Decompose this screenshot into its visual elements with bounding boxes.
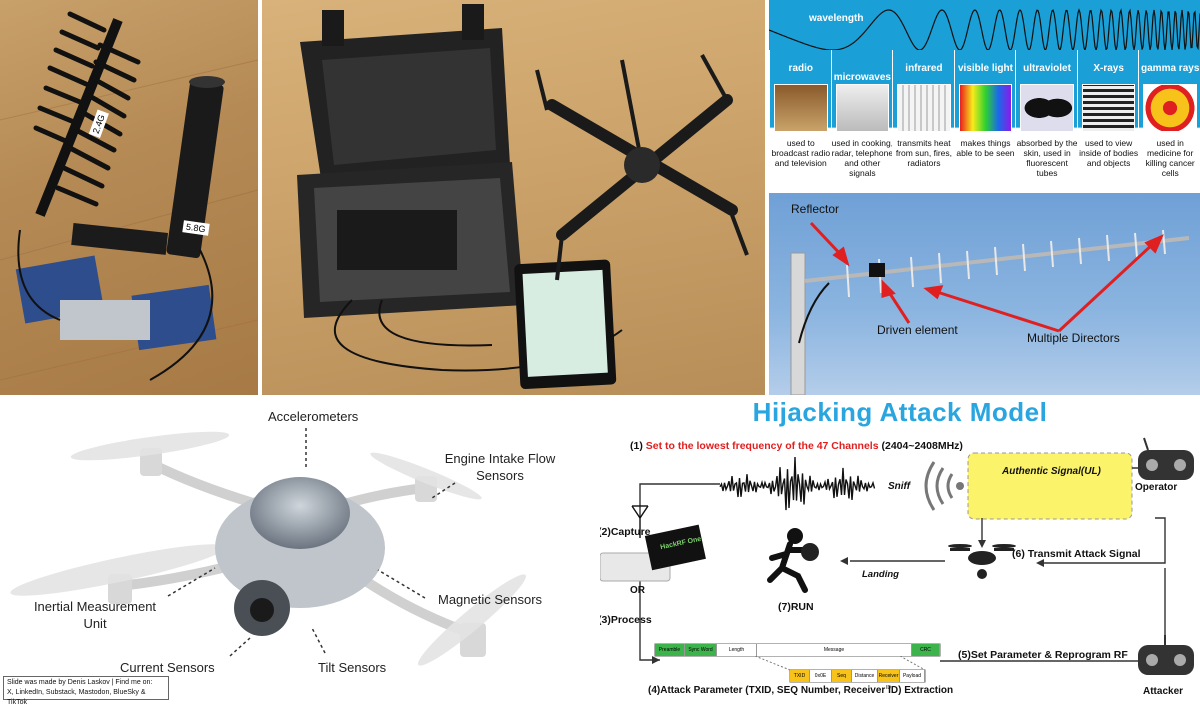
- packet-field: CRC: [912, 644, 940, 656]
- step1-text: (1) Set to the lowest frequency of the 4…: [630, 440, 963, 452]
- hardware-case-photo: [262, 0, 765, 395]
- spectrum-band-visible-light: visible light makes things able to be see…: [953, 50, 1017, 190]
- band-description: used in cooking, radar, telephone and ot…: [831, 138, 894, 178]
- hijacking-model-panel: Hijacking Attack Model (1) Set to the lo…: [600, 398, 1200, 703]
- drone-drawing: [10, 428, 527, 666]
- engine-intake-label: Engine Intake Flow Sensors: [440, 450, 560, 484]
- credit-line1: Slide was made by Denis Laskov | Find me…: [7, 679, 153, 686]
- packet-subfield: Seq: [832, 670, 852, 682]
- hijacking-title: Hijacking Attack Model: [752, 398, 1048, 427]
- packet-field: Message: [757, 644, 912, 656]
- engine-intake-line1: Engine Intake Flow: [444, 451, 556, 466]
- packet-field: Sync Word: [685, 644, 717, 656]
- packet-subfield: 0x0E: [810, 670, 832, 682]
- spectrum-bands: radio used to broadcast radio and televis…: [769, 50, 1200, 190]
- band-illustration: [1143, 84, 1197, 132]
- band-description: used to view inside of bodies and object…: [1079, 138, 1139, 168]
- accelerometers-label: Accelerometers: [268, 409, 359, 424]
- capture-label: (2)Capture: [600, 526, 651, 538]
- band-description: absorbed by the skin, used in fluorescen…: [1016, 138, 1078, 178]
- spectrum-band-radio: radio used to broadcast radio and televis…: [769, 50, 832, 190]
- current-sensors-label: Current Sensors: [120, 660, 215, 675]
- spectrum-band-gamma-rays: gamma rays used in medicine for killing c…: [1138, 50, 1200, 190]
- spectrum-band-infrared: infrared transmits heat from sun, fires, …: [892, 50, 955, 190]
- authentic-signal-label: Authentic Signal(UL): [1002, 466, 1101, 477]
- antenna-kit-photo: 2.4G 5.8G: [0, 0, 258, 395]
- yagi-antenna-drawing: [790, 221, 1190, 395]
- engine-intake-line2: Sensors: [476, 468, 524, 483]
- packet-subfield: Receiver ID: [878, 670, 900, 691]
- wavelength-wave: [769, 8, 1200, 53]
- drone-sensors-panel: Accelerometers Engine Intake Flow Sensor…: [0, 398, 598, 703]
- inertial-line2: Unit: [83, 616, 107, 631]
- em-spectrum-panel: wavelength radio used to broadcast radio …: [769, 0, 1200, 190]
- driven-element-label: Driven element: [877, 323, 958, 337]
- band-illustration: [774, 84, 828, 132]
- band-illustration: [1020, 84, 1074, 132]
- packet-subfield: Distance: [852, 670, 878, 682]
- band-name: ultraviolet: [1023, 63, 1071, 74]
- run-label: (7)RUN: [778, 601, 814, 613]
- band-description: transmits heat from sun, fires, radiator…: [895, 138, 953, 168]
- band-illustration: [835, 84, 890, 132]
- packet-field: Length: [717, 644, 757, 656]
- band-name: visible light: [957, 63, 1013, 74]
- extraction-label: (4)Attack Parameter (TXID, SEQ Number, R…: [648, 685, 954, 696]
- credit-box: Slide was made by Denis Laskov | Find me…: [3, 676, 169, 706]
- transmit-label: (6) Transmit Attack Signal: [1012, 548, 1141, 560]
- antenna-kit-drawing: [0, 11, 258, 381]
- inertial-unit-label: Inertial Measurement Unit: [20, 598, 170, 632]
- sniff-label: Sniff: [888, 481, 911, 492]
- reflector-label: Reflector: [791, 202, 840, 216]
- packet-subfield: TXID: [790, 670, 810, 682]
- packet-field: Preamble: [655, 644, 685, 656]
- yagi-antenna-diagram: Reflector Driven element Multiple Direct…: [769, 193, 1200, 395]
- set-parameter-label: (5)Set Parameter & Reprogram RF: [958, 649, 1128, 661]
- step1-frequency: Set to the lowest frequency of the 47 Ch…: [645, 440, 879, 452]
- band-name: microwaves: [833, 72, 891, 83]
- inertial-line1: Inertial Measurement: [33, 599, 157, 614]
- band-name: X-rays: [1093, 63, 1124, 74]
- process-label: (3)Process: [600, 614, 652, 626]
- spectrum-band-ultraviolet: ultraviolet absorbed by the skin, used in…: [1015, 50, 1078, 190]
- credit-line2: X, LinkedIn, Substack, Mastodon, BlueSky…: [7, 689, 146, 706]
- step1-number: (1): [630, 440, 643, 452]
- packet-subfield: Payload: [900, 670, 925, 682]
- band-description: makes things able to be seen: [956, 138, 1015, 158]
- hardware-case-drawing: [297, 4, 749, 390]
- band-description: used in medicine for killing cancer cell…: [1145, 138, 1195, 178]
- band-illustration: [1081, 84, 1136, 132]
- step1-range: (2404~2408MHz): [881, 440, 963, 452]
- landing-label: Landing: [862, 569, 899, 580]
- spectrum-band-microwaves: microwaves used in cooking, radar, teleph…: [830, 50, 894, 190]
- multiple-directors-label: Multiple Directors: [1027, 331, 1120, 345]
- wavelength-label: wavelength: [809, 13, 864, 24]
- tilt-sensors-label: Tilt Sensors: [318, 660, 387, 675]
- band-name: infrared: [905, 63, 943, 74]
- band-illustration: [897, 84, 951, 132]
- band-name: radio: [788, 63, 813, 74]
- or-label: OR: [630, 585, 645, 596]
- band-illustration: [958, 84, 1013, 132]
- spectrum-band-x-rays: X-rays used to view inside of bodies and …: [1076, 50, 1140, 190]
- attacker-label: Attacker: [1143, 686, 1184, 697]
- magnetic-sensors-label: Magnetic Sensors: [438, 592, 543, 607]
- band-name: gamma rays: [1141, 63, 1200, 74]
- operator-label: Operator: [1135, 482, 1178, 493]
- band-description: used to broadcast radio and television: [771, 138, 831, 168]
